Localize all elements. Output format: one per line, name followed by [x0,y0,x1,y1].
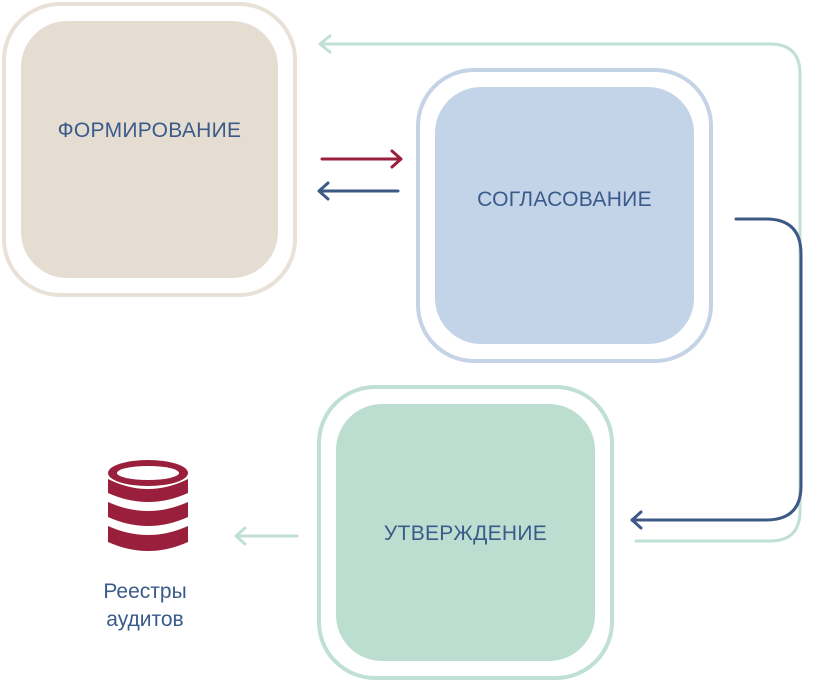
registry-caption-line2: аудитов [106,608,184,631]
stage-soglasovanie-label: СОГЛАСОВАНИЕ [477,188,652,211]
database-icon [108,460,188,551]
arrow-to-soglasovanie-head [390,149,403,169]
stage-utverzhdenie-label: УТВЕРЖДЕНИЕ [383,522,548,545]
registry-caption-line1: Реестры [103,580,187,603]
stage-formirovanie-fill: ФОРМИРОВАНИЕ [21,21,278,278]
stage-formirovanie-label: ФОРМИРОВАНИЕ [57,119,242,142]
arrow-to-registry-head [234,526,247,546]
arrow-to-utverzhdenie [630,217,803,522]
stage-soglasovanie-fill: СОГЛАСОВАНИЕ [435,87,694,344]
stage-utverzhdenie-fill: УТВЕРЖДЕНИЕ [336,404,595,661]
arrow-to-utverzhdenie-head [630,510,643,530]
stage-formirovanie: ФОРМИРОВАНИЕ [2,2,297,297]
arrow-return-loop-head [318,34,332,54]
arrow-to-formirovanie-head [317,181,330,201]
registry-caption: Реестры аудитов [60,578,230,634]
stage-utverzhdenie: УТВЕРЖДЕНИЕ [317,385,614,680]
stage-soglasovanie: СОГЛАСОВАНИЕ [416,68,713,363]
